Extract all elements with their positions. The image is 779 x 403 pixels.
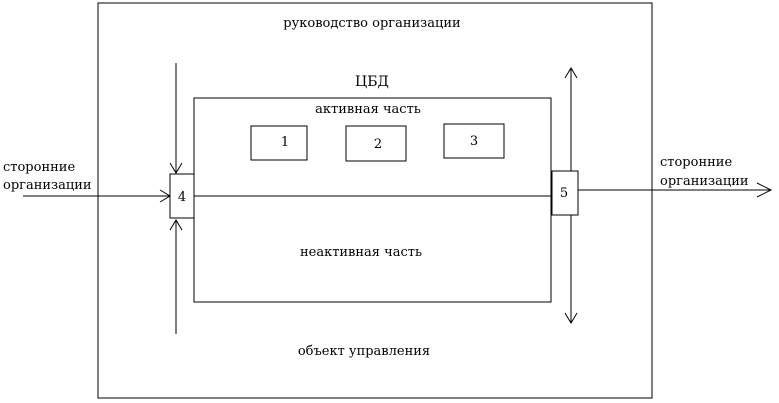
- active-part-label: активная часть: [315, 102, 421, 117]
- right-up-arrowhead-icon: [564, 67, 578, 79]
- connector-5-label: 5: [560, 186, 568, 201]
- top-label: руководство организации: [283, 16, 460, 31]
- right-outgoing-arrowhead-icon: [756, 182, 773, 198]
- left-top-arrowhead-icon: [169, 162, 183, 174]
- block-2-label: 2: [374, 137, 382, 152]
- connector-4-label: 4: [178, 190, 186, 205]
- right-down-arrowhead-icon: [564, 312, 578, 324]
- bottom-label: объект управления: [298, 344, 430, 359]
- connector-4: [169, 173, 195, 219]
- left-external-label-line2: организации: [3, 178, 92, 193]
- block-3: [443, 123, 505, 159]
- right-external-label-line1: сторонние: [660, 155, 732, 170]
- left-external-label-line1: сторонние: [3, 160, 75, 175]
- block-3-label: 3: [470, 134, 478, 149]
- block-1: [250, 125, 308, 161]
- inactive-part-label: неактивная часть: [300, 245, 422, 260]
- connector-5: [551, 170, 579, 216]
- left-bottom-arrowhead-icon: [169, 219, 183, 231]
- right-external-label-line2: организации: [660, 174, 749, 189]
- block-1-label: 1: [281, 135, 289, 150]
- block-2: [345, 125, 407, 162]
- cbd-title: ЦБД: [355, 74, 389, 90]
